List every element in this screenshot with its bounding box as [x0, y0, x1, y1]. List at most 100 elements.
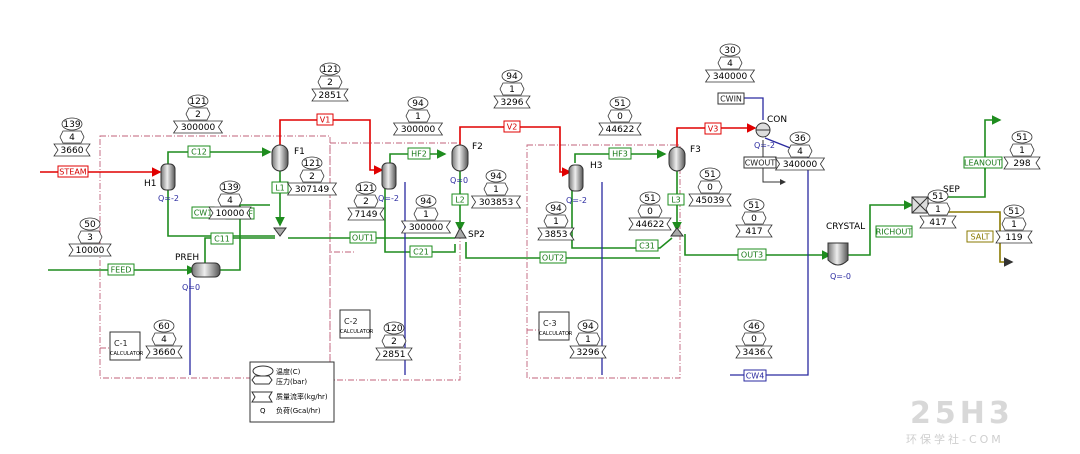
stream-label-box	[743, 156, 777, 169]
stream-label-steam[interactable]: STEAM	[57, 165, 89, 178]
stream-label-l1[interactable]: L1	[271, 181, 289, 194]
unit-preh-label: PREH	[175, 253, 199, 263]
stream-label-cw4[interactable]: CW4	[743, 369, 767, 382]
cwin-line	[743, 97, 764, 120]
flash-drum-f1	[271, 144, 289, 172]
stream-label-hf3[interactable]: HF3	[608, 147, 632, 160]
stream-label-box	[875, 225, 913, 238]
stream-label-text: V2	[507, 123, 518, 132]
v2-line	[459, 126, 572, 177]
stream-label-richout[interactable]: RICHOUT	[875, 225, 913, 238]
tag-massflow: 119	[1005, 233, 1022, 243]
stream-label-box	[210, 232, 234, 245]
tag-pressure: 4	[69, 133, 75, 143]
tag-massflow: 10000	[216, 209, 245, 219]
stream-label-out3[interactable]: OUT3	[737, 248, 767, 261]
stream-label-c21[interactable]: C21	[409, 245, 433, 258]
tag-temperature: 51	[614, 99, 625, 109]
tag-pressure: 2	[391, 337, 397, 347]
stream-label-v3[interactable]: V3	[704, 122, 722, 135]
tag-pressure: 2	[363, 197, 369, 207]
out2-line	[465, 242, 660, 259]
tag-temperature: 30	[724, 46, 736, 56]
tag-massflow: 300000	[401, 125, 436, 135]
stream-label-v2[interactable]: V2	[503, 120, 521, 133]
stream-label-text: CWOUT	[745, 159, 776, 168]
calculator-c3[interactable]: C-3 CALCULATOR	[538, 311, 573, 341]
control-loop-3	[526, 144, 681, 379]
stream-label-box	[407, 147, 431, 160]
unit-h1-label: H1	[144, 179, 157, 189]
legend: 温度(C) 压力(bar) 质量流率(kg/hr) Q 负荷(Gcal/hr)	[249, 361, 335, 423]
tag-massflow: 298	[1013, 159, 1030, 169]
stream-label-box	[737, 248, 767, 261]
stream-label-c12[interactable]: C12	[187, 145, 211, 158]
tag-massflow: 303853	[479, 198, 513, 208]
duty-con: Q=-2	[754, 141, 775, 150]
stream-label-text: C11	[214, 235, 230, 244]
stream-label-text: SALT	[971, 233, 990, 242]
stream-label-box	[963, 156, 1003, 169]
flash-drum-f2	[451, 144, 469, 172]
heater-h2	[381, 162, 397, 190]
tag-temperature: 121	[189, 97, 206, 107]
stream-label-v1[interactable]: V1	[316, 113, 334, 126]
unit-con-label: CON	[767, 115, 787, 125]
tag-temperature: 51	[748, 201, 759, 211]
tag-pressure: 2	[309, 172, 315, 182]
stream-label-leanout[interactable]: LEANOUT	[963, 156, 1003, 169]
stream-label-l2[interactable]: L2	[451, 193, 469, 206]
stream-label-salt[interactable]: SALT	[966, 230, 994, 243]
stream-label-text: FEED	[111, 266, 132, 275]
heater-h1	[160, 163, 176, 191]
calculator-c2[interactable]: C-2 CALCULATOR	[339, 309, 374, 339]
tag-temperature: 51	[932, 192, 943, 202]
c31-line	[571, 188, 673, 249]
stream-label-text: L2	[455, 196, 465, 205]
stream-label-text: OUT2	[542, 254, 564, 263]
tag-massflow: 3436	[743, 348, 766, 358]
tag-pressure: 2	[195, 110, 201, 120]
unit-f2-label: F2	[472, 142, 483, 152]
hf3-line	[574, 149, 667, 163]
unit-h3-label: H3	[590, 161, 603, 171]
equipment	[160, 122, 929, 278]
stream-label-box	[717, 92, 745, 105]
stream-label-feed[interactable]: FEED	[107, 263, 135, 276]
stream-label-text: CW4	[746, 372, 765, 381]
stream-label-out2[interactable]: OUT2	[539, 251, 567, 264]
stream-label-box	[316, 113, 334, 126]
valve-1	[273, 227, 287, 237]
tag-pressure: 1	[423, 210, 429, 220]
tag-temperature: 51	[704, 170, 715, 180]
tag-temperature: 94	[420, 197, 432, 207]
stream-label-out1[interactable]: OUT1	[349, 231, 377, 244]
tag-massflow: 340000	[783, 160, 818, 170]
stream-label-cwin[interactable]: CWIN	[717, 92, 745, 105]
stream-label-text: C21	[413, 248, 429, 257]
duty-h3: Q=-2	[566, 196, 587, 205]
tag-pressure: 3	[87, 233, 93, 243]
stream-label-cwout[interactable]: CWOUT	[743, 156, 777, 169]
tag-temperature: 36	[794, 134, 806, 144]
stream-label-text: C31	[639, 242, 655, 251]
stream-label-hf2[interactable]: HF2	[407, 147, 431, 160]
tag-pressure: 1	[585, 335, 591, 345]
stream-label-l3[interactable]: L3	[667, 193, 685, 206]
stream-label-c31[interactable]: C31	[635, 239, 659, 252]
stream-label-box	[107, 263, 135, 276]
calculator-c1-sub: CALCULATOR	[110, 351, 144, 357]
stream-label-box	[451, 193, 469, 206]
calculator-c1[interactable]: C-1 CALCULATOR	[109, 331, 144, 361]
valve-3	[670, 227, 684, 237]
tag-massflow: 300000	[409, 223, 444, 233]
stream-label-box	[409, 245, 433, 258]
stream-label-box	[743, 369, 767, 382]
stream-label-c11[interactable]: C11	[210, 232, 234, 245]
tag-massflow: 2851	[319, 91, 342, 101]
tag-pressure: 0	[617, 112, 623, 122]
